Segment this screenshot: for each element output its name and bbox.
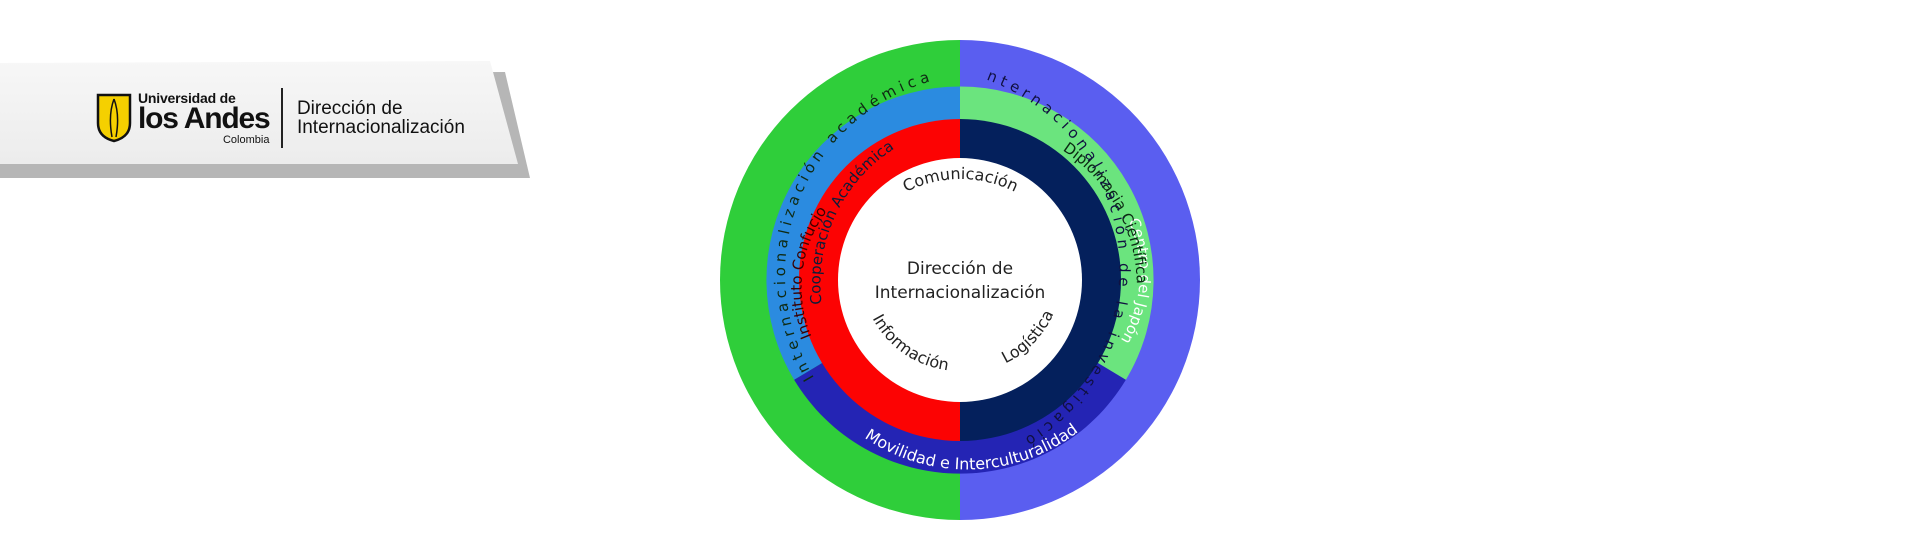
center-title-line-2: Internacionalización <box>875 283 1046 303</box>
department-line-1: Dirección de <box>296 98 403 119</box>
center-title-line-1: Dirección de <box>907 259 1013 279</box>
university-logo: Universidad de los Andes Colombia Direcc… <box>96 87 465 149</box>
organization-diagram: Dirección de Internacionalización Comuni… <box>683 6 1230 544</box>
university-shield-icon <box>96 93 132 143</box>
department-name: Dirección de Internacionalización <box>297 99 465 137</box>
university-country: Colombia <box>222 133 270 146</box>
logo-divider <box>281 88 283 148</box>
department-line-2: Internacionalización <box>296 117 465 138</box>
core-circle <box>838 158 1082 402</box>
university-name-main: los Andes <box>138 101 271 135</box>
header-banner <box>0 58 530 178</box>
university-name-top: Universidad de <box>138 89 236 106</box>
